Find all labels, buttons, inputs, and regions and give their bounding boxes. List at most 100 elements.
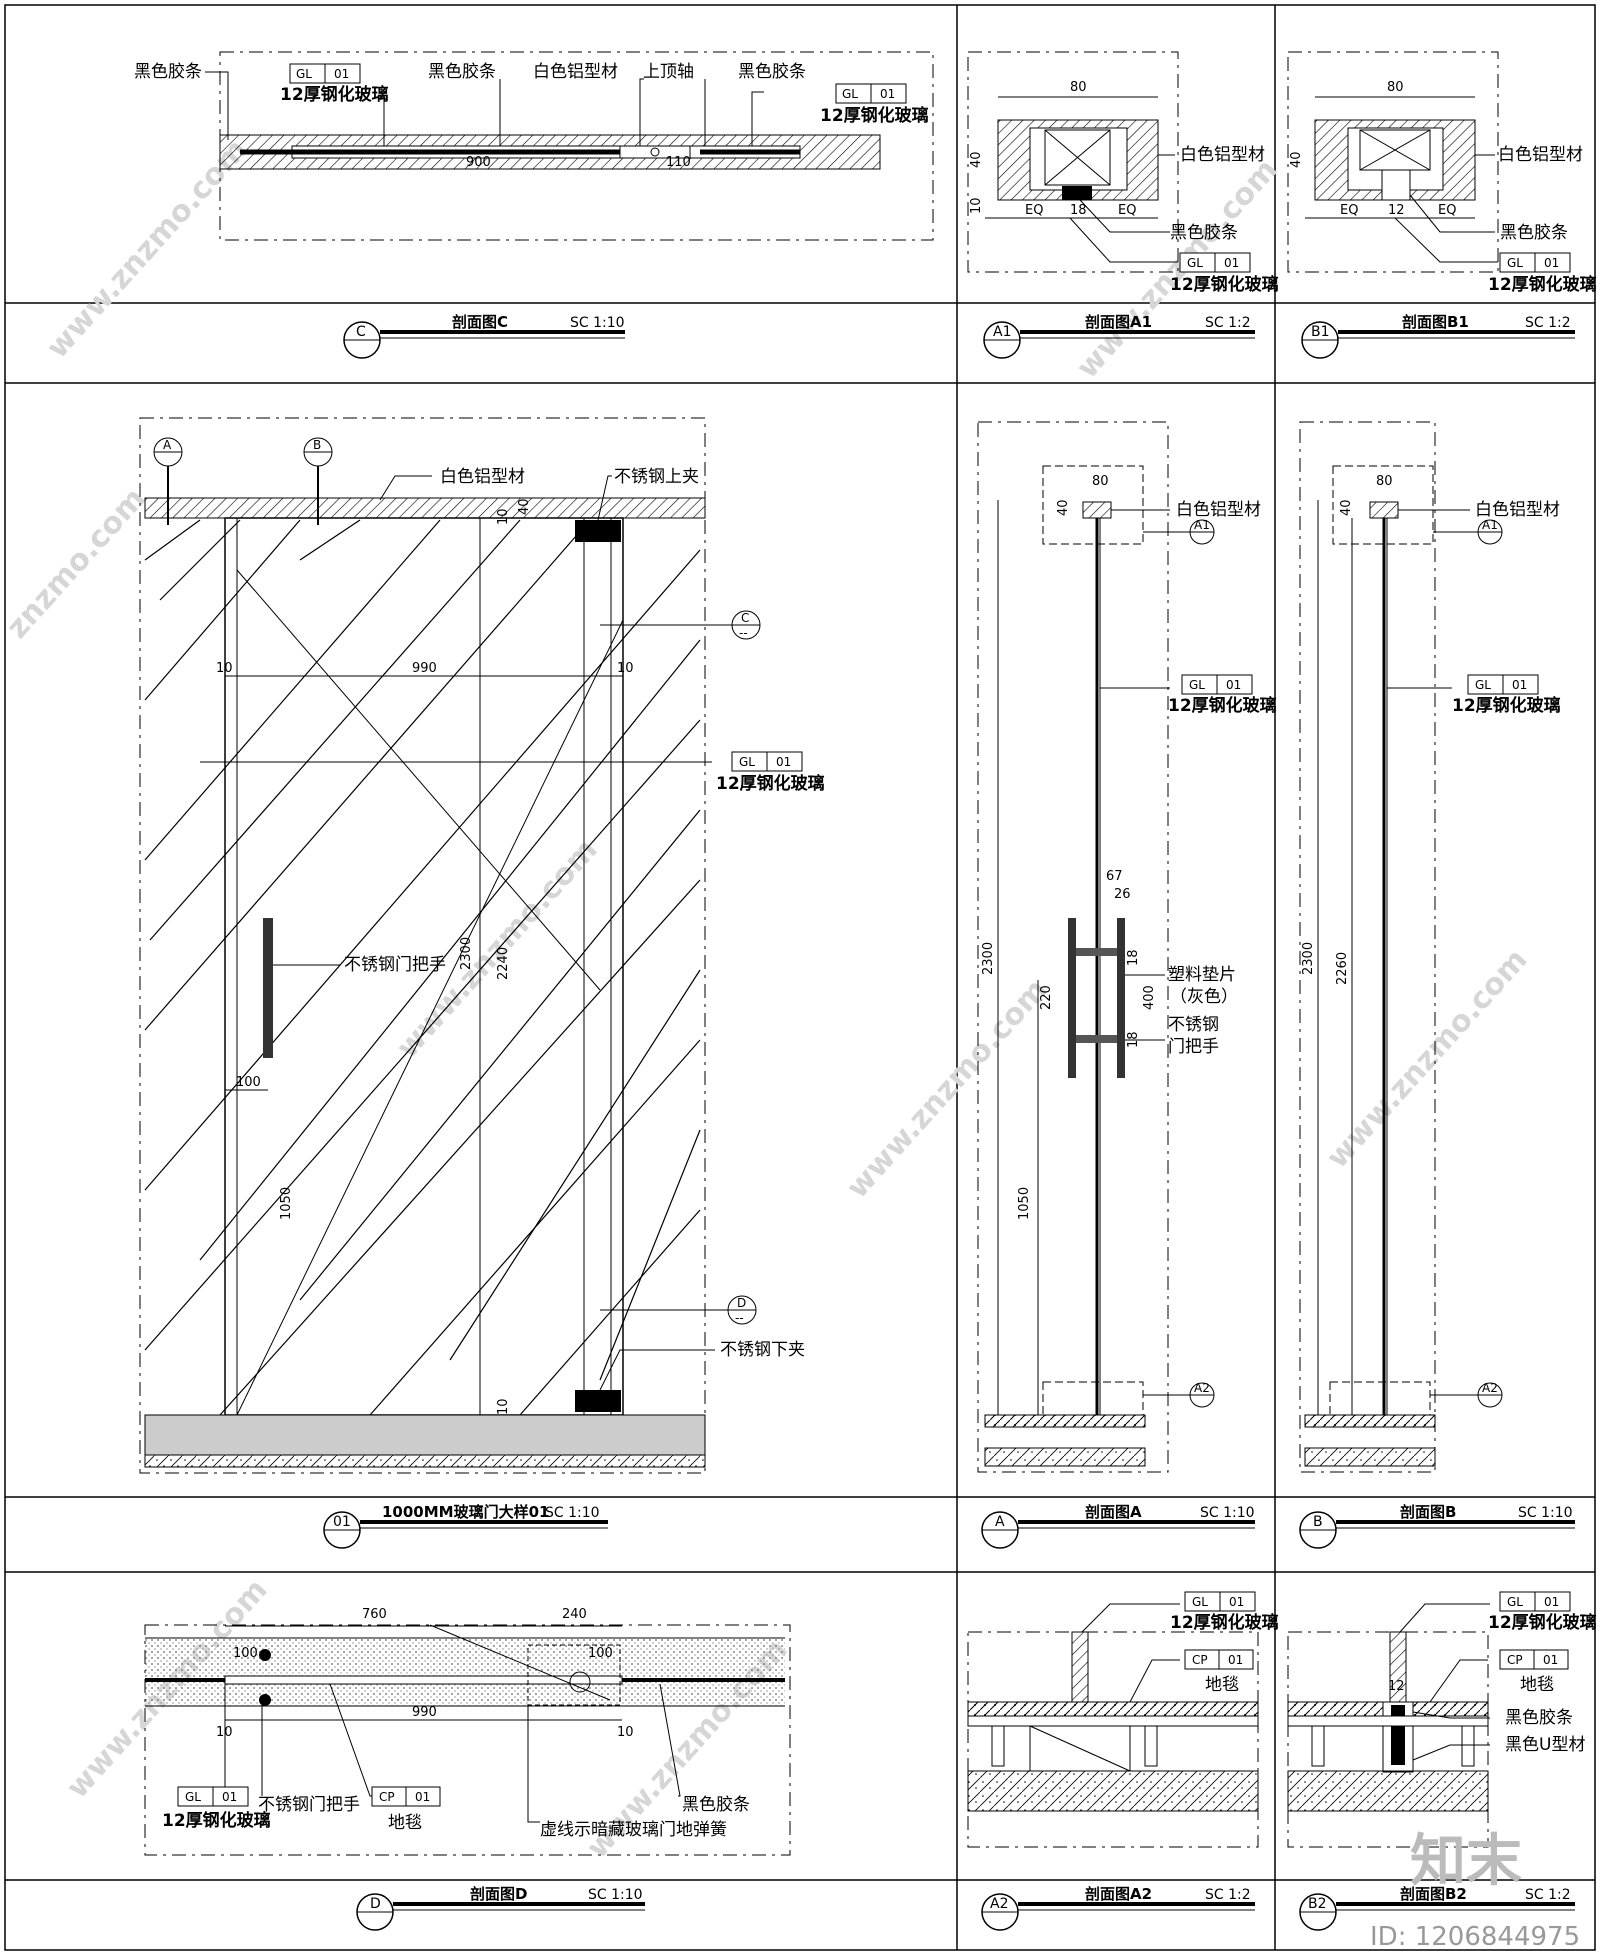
svg-text:SC 1:10: SC 1:10 bbox=[1518, 1505, 1573, 1521]
svg-text:400: 400 bbox=[1142, 985, 1157, 1010]
svg-text:C: C bbox=[356, 324, 366, 340]
svg-text:01: 01 bbox=[1228, 1653, 1243, 1667]
svg-text:01: 01 bbox=[1224, 256, 1239, 270]
svg-text:40: 40 bbox=[1289, 151, 1304, 168]
svg-text:不锈钢下夹: 不锈钢下夹 bbox=[720, 1340, 805, 1360]
svg-text:2300: 2300 bbox=[1301, 942, 1316, 975]
tag-gl: GL 01 bbox=[1179, 252, 1251, 273]
door-handle bbox=[263, 918, 273, 1058]
svg-text:10: 10 bbox=[216, 661, 233, 676]
label-black-strip: 黑色胶条 bbox=[738, 62, 806, 82]
label-black-strip: 黑色胶条 bbox=[428, 62, 496, 82]
svg-text:01: 01 bbox=[1544, 256, 1559, 270]
svg-text:白色铝型材: 白色铝型材 bbox=[1180, 145, 1265, 165]
svg-text:12厚钢化玻璃: 12厚钢化玻璃 bbox=[1170, 1612, 1279, 1633]
tag-gl: GL 01 bbox=[731, 751, 803, 772]
svg-text:地毯: 地毯 bbox=[1520, 1675, 1554, 1695]
svg-text:B2: B2 bbox=[1308, 1896, 1327, 1912]
svg-text:GL: GL bbox=[842, 87, 858, 101]
svg-text:100: 100 bbox=[588, 1646, 613, 1661]
svg-text:GL: GL bbox=[185, 1790, 201, 1804]
svg-text:01: 01 bbox=[1512, 678, 1527, 692]
svg-text:B1: B1 bbox=[1311, 324, 1330, 340]
svg-text:990: 990 bbox=[412, 1705, 437, 1720]
svg-text:01: 01 bbox=[776, 755, 791, 769]
svg-text:A2: A2 bbox=[1194, 1381, 1210, 1395]
title-b: B 剖面图B SC 1:10 bbox=[1299, 1503, 1575, 1549]
svg-text:10: 10 bbox=[617, 661, 634, 676]
svg-text:12厚钢化玻璃: 12厚钢化玻璃 bbox=[1168, 695, 1277, 716]
svg-text:黑色U型材: 黑色U型材 bbox=[1505, 1735, 1585, 1755]
svg-text:白色铝型材: 白色铝型材 bbox=[440, 467, 525, 487]
svg-text:2300: 2300 bbox=[459, 937, 474, 970]
brand-logo-text: 知末 bbox=[1410, 1829, 1522, 1894]
marker-b: B bbox=[303, 437, 333, 525]
svg-text:01: 01 bbox=[880, 87, 895, 101]
panel-section-a2: GL 01 12厚钢化玻璃 CP 01 地毯 bbox=[967, 1591, 1279, 1848]
svg-text:01: 01 bbox=[1226, 678, 1241, 692]
tag-gl: GL 01 bbox=[1467, 674, 1539, 695]
dim-900: 900 bbox=[466, 155, 491, 170]
svg-text:白色铝型材: 白色铝型材 bbox=[1176, 500, 1261, 520]
label-glass: 12厚钢化玻璃 bbox=[280, 84, 389, 105]
svg-text:A1: A1 bbox=[993, 324, 1011, 340]
svg-text:12厚钢化玻璃: 12厚钢化玻璃 bbox=[716, 773, 825, 794]
svg-text:01: 01 bbox=[1543, 1653, 1558, 1667]
panel-section-b: 80 40 2300 2260 白色铝型材 A1 GL 01 12厚钢化玻璃 A… bbox=[1299, 421, 1561, 1473]
svg-text:10: 10 bbox=[617, 1725, 634, 1740]
svg-text:SC 1:10: SC 1:10 bbox=[588, 1887, 643, 1903]
svg-text:D: D bbox=[370, 1896, 381, 1912]
svg-text:C: C bbox=[741, 611, 749, 625]
tag-gl: GL 01 bbox=[1181, 674, 1253, 695]
top-clip bbox=[575, 520, 621, 542]
svg-text:不锈钢门把手: 不锈钢门把手 bbox=[258, 1795, 360, 1815]
svg-text:GL: GL bbox=[1189, 678, 1205, 692]
tag-gl: GL 01 bbox=[1499, 1591, 1571, 1612]
svg-text:D: D bbox=[737, 1296, 746, 1310]
panel-title: 剖面图B2 bbox=[1400, 1885, 1467, 1903]
tag-cp: CP 01 bbox=[1184, 1649, 1254, 1670]
svg-text:01: 01 bbox=[333, 1514, 351, 1530]
svg-text:18: 18 bbox=[1126, 949, 1141, 966]
svg-text:2240: 2240 bbox=[496, 947, 511, 980]
panel-section-a1: 80 40 10 EQ 18 EQ 白色铝型材 黑色胶条 GL 01 12厚钢化… bbox=[967, 51, 1279, 295]
svg-text:01: 01 bbox=[415, 1790, 430, 1804]
marker-d: D -- bbox=[600, 1295, 757, 1325]
panel-title: 剖面图B bbox=[1400, 1503, 1456, 1521]
watermark-text: znzmo.com bbox=[0, 481, 153, 645]
tag-cp: CP 01 bbox=[371, 1786, 441, 1807]
svg-text:1050: 1050 bbox=[279, 1187, 294, 1220]
watermark-text: www.znzmo.com bbox=[840, 972, 1055, 1205]
svg-text:12: 12 bbox=[1388, 203, 1405, 218]
svg-text:A1: A1 bbox=[1194, 518, 1210, 532]
watermarks: www.znzmo.com www.znzmo.com www.znzmo.co… bbox=[0, 132, 1535, 1865]
label-top-pivot: 上顶轴 bbox=[643, 62, 694, 82]
svg-text:门把手: 门把手 bbox=[1168, 1037, 1219, 1057]
svg-text:10: 10 bbox=[969, 197, 984, 214]
tag-cp: CP 01 bbox=[1499, 1649, 1569, 1670]
svg-text:240: 240 bbox=[562, 1607, 587, 1622]
svg-text:A: A bbox=[995, 1514, 1005, 1530]
svg-text:GL: GL bbox=[1187, 256, 1203, 270]
svg-text:EQ: EQ bbox=[1118, 203, 1136, 218]
svg-text:01: 01 bbox=[1229, 1595, 1244, 1609]
svg-text:1050: 1050 bbox=[1017, 1187, 1032, 1220]
svg-text:2300: 2300 bbox=[981, 942, 996, 975]
svg-text:220: 220 bbox=[1039, 985, 1054, 1010]
svg-text:黑色胶条: 黑色胶条 bbox=[1505, 1708, 1573, 1728]
panel-section-b2: 12 GL 01 12厚钢化玻璃 CP 01 地毯 黑色胶条 黑色U型材 bbox=[1287, 1591, 1597, 1848]
svg-text:--: -- bbox=[739, 626, 748, 640]
dim-80: 80 bbox=[1070, 80, 1087, 95]
marker-a1: A1 bbox=[1189, 518, 1215, 545]
svg-text:地毯: 地毯 bbox=[1205, 1675, 1239, 1695]
svg-text:SC 1:10: SC 1:10 bbox=[545, 1505, 600, 1521]
label-black-strip: 黑色胶条 bbox=[134, 62, 202, 82]
svg-text:10: 10 bbox=[496, 508, 511, 525]
tag-gl: GL 01 bbox=[835, 83, 907, 104]
svg-text:80: 80 bbox=[1092, 474, 1109, 489]
svg-text:EQ: EQ bbox=[1025, 203, 1043, 218]
panel-title: 剖面图B1 bbox=[1402, 313, 1469, 331]
svg-text:黑色胶条: 黑色胶条 bbox=[1500, 223, 1568, 243]
title-d: D 剖面图D SC 1:10 bbox=[356, 1885, 645, 1931]
